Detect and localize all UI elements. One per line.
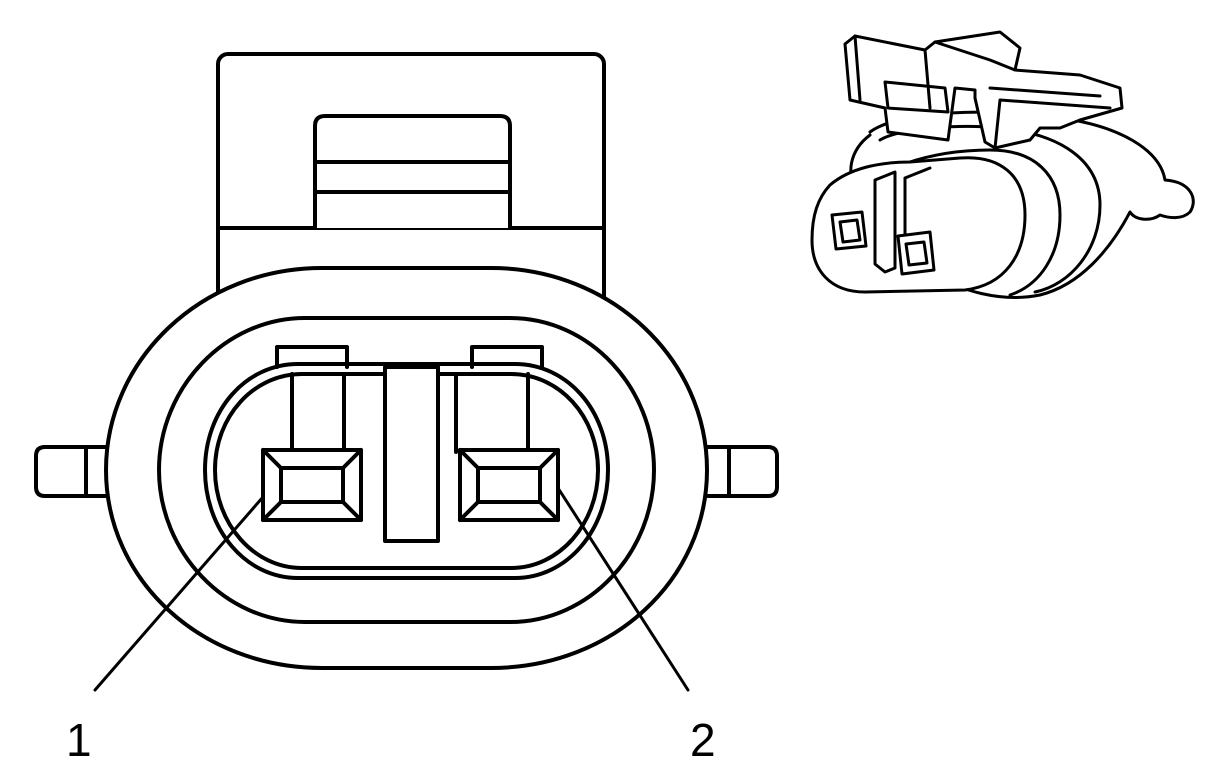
left-side-tab xyxy=(34,445,114,498)
pin-1-leader-line xyxy=(93,495,265,692)
terminal-cavity-2 xyxy=(458,448,560,522)
connector-face-view xyxy=(34,52,779,692)
pin-2-leader-line xyxy=(556,486,690,692)
pin-2-label: 2 xyxy=(690,714,716,766)
center-divider-rib xyxy=(383,365,440,543)
terminal-cavity-1 xyxy=(261,448,363,522)
right-side-tab xyxy=(706,445,779,498)
pin-1-label: 1 xyxy=(66,714,92,766)
terminal-cavity-inner xyxy=(213,372,600,570)
terminal-1-lock-tab xyxy=(275,345,349,454)
terminal-cavity-outer xyxy=(203,362,610,580)
connector-seal-ring xyxy=(157,316,656,624)
terminal-2-lock-tab xyxy=(454,345,544,454)
connector-isometric-view xyxy=(810,30,1195,299)
